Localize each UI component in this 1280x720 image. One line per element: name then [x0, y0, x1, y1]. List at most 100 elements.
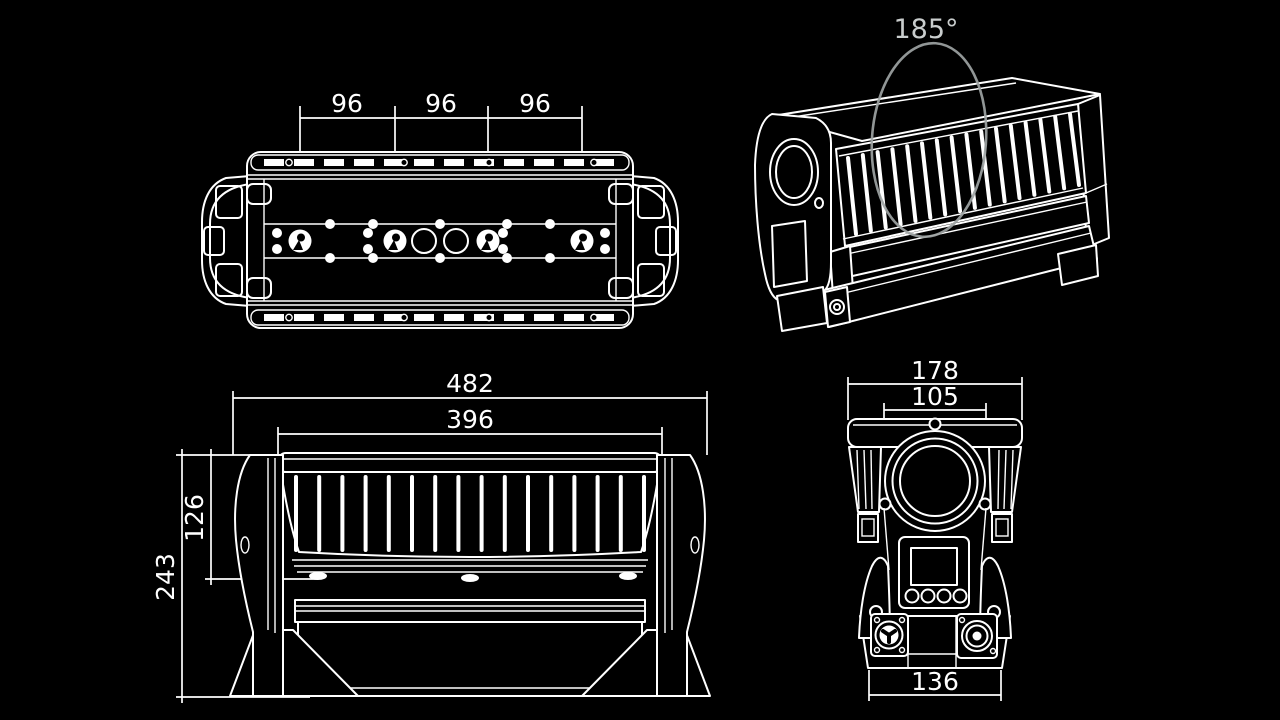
louver-slat: [905, 144, 918, 223]
plate-screw: [502, 253, 512, 263]
louver-slat: [1068, 112, 1081, 187]
menu-button: [936, 588, 952, 604]
louver-top-edge: [838, 110, 1079, 157]
front-view: 482 396 126 243: [151, 369, 711, 703]
base-edge: [823, 232, 1092, 299]
louver-slat: [1023, 120, 1037, 197]
vent-slot: [564, 314, 584, 321]
keyhole-slot: [388, 240, 398, 250]
keyhole-slot: [392, 233, 400, 242]
louver-slat: [846, 156, 858, 236]
keyhole-slot: [293, 240, 303, 250]
vent-slot: [324, 159, 344, 166]
strip-screw: [590, 158, 598, 167]
louver-slat: [949, 135, 963, 214]
pivot-screw: [814, 197, 824, 209]
vent-slot: [354, 159, 374, 166]
louver-slats-front: [294, 475, 646, 552]
glide-foot: [619, 572, 637, 580]
vent-slot: [264, 159, 284, 166]
right-end-notch: [1085, 183, 1108, 194]
connector-box: [824, 286, 851, 328]
vent-slot: [264, 314, 284, 321]
strip-screw: [485, 158, 493, 167]
keyhole-slot: [297, 233, 305, 242]
keyhole-slot: [485, 233, 493, 242]
plate-screw: [435, 253, 445, 263]
barrel-screw-left: [878, 497, 892, 511]
barrel-screw-right: [978, 497, 992, 511]
dim-overall-height: 243: [151, 553, 180, 601]
dim-hole-spacing-mid: 96: [425, 89, 457, 118]
vent-slot: [594, 314, 614, 321]
vent-strip-top: [250, 154, 630, 171]
strip-screws: [285, 158, 598, 322]
vent-slot: [534, 314, 554, 321]
lens-outer: [769, 138, 819, 206]
keyhole-slot: [575, 240, 585, 250]
corner-tabs: [246, 183, 634, 299]
louver-slat: [875, 150, 888, 230]
plate-screw: [435, 219, 445, 229]
plate-screw: [368, 219, 378, 229]
dim-overall-width: 482: [446, 369, 494, 398]
center-hole-left: [411, 228, 437, 254]
vent-slot: [384, 159, 404, 166]
connector-hole: [829, 299, 845, 315]
dim-hole-spacing-right: 96: [519, 89, 551, 118]
vent-slot: [414, 314, 434, 321]
menu-button: [952, 588, 968, 604]
power-connector: [870, 613, 909, 657]
plate-screw: [363, 228, 373, 238]
dim-base-width: 136: [911, 667, 959, 696]
louver-bottom-strip: [292, 559, 648, 573]
louver-slat: [979, 129, 992, 207]
vent-slot: [294, 159, 314, 166]
louver-frame: [280, 471, 660, 558]
handle-right: [629, 175, 679, 307]
plate-screw: [502, 219, 512, 229]
vent-slots: [264, 159, 614, 321]
vent-slot: [414, 159, 434, 166]
plate-screw: [498, 244, 508, 254]
strip-screw: [590, 313, 598, 322]
body-edge-lines: [247, 174, 633, 306]
side-panel: [771, 220, 808, 288]
plate-screw: [363, 244, 373, 254]
pivot-bar-edge: [846, 201, 1088, 255]
vent-slot: [444, 159, 464, 166]
top-face-edge: [779, 82, 1017, 120]
vent-strip-bottom: [250, 309, 630, 326]
plate-screw: [498, 228, 508, 238]
keyhole-slot: [579, 233, 587, 242]
vent-slot: [324, 314, 344, 321]
base-foot-left: [776, 286, 828, 332]
center-hole-right: [443, 228, 469, 254]
strip-screw: [285, 313, 293, 322]
vent-slot: [534, 159, 554, 166]
top-view-body: [246, 151, 634, 329]
base-box: [297, 621, 643, 697]
louver-slat: [1038, 117, 1052, 194]
plate-screw: [325, 219, 335, 229]
dim-tilt-range: 185°: [893, 14, 958, 45]
strip-screw: [400, 158, 408, 167]
louver-slat: [920, 141, 933, 220]
vent-slot: [504, 159, 524, 166]
vent-slot: [474, 314, 494, 321]
louver-slat: [890, 147, 903, 227]
keyhole-slot: [481, 240, 491, 250]
perspective-view: 185°: [754, 14, 1110, 332]
menu-button: [920, 588, 936, 604]
handle-left: [201, 175, 251, 307]
front-view-dimensions: [176, 391, 708, 703]
dim-hole-spacing-left: 96: [331, 89, 363, 118]
glide-foot: [461, 574, 479, 582]
dim-end-overall-width: 178: [911, 356, 959, 385]
base-foot-right: [1057, 244, 1099, 286]
wing-left: [848, 446, 882, 543]
vent-slot: [564, 159, 584, 166]
vent-slot: [474, 159, 494, 166]
vent-slot: [294, 314, 314, 321]
